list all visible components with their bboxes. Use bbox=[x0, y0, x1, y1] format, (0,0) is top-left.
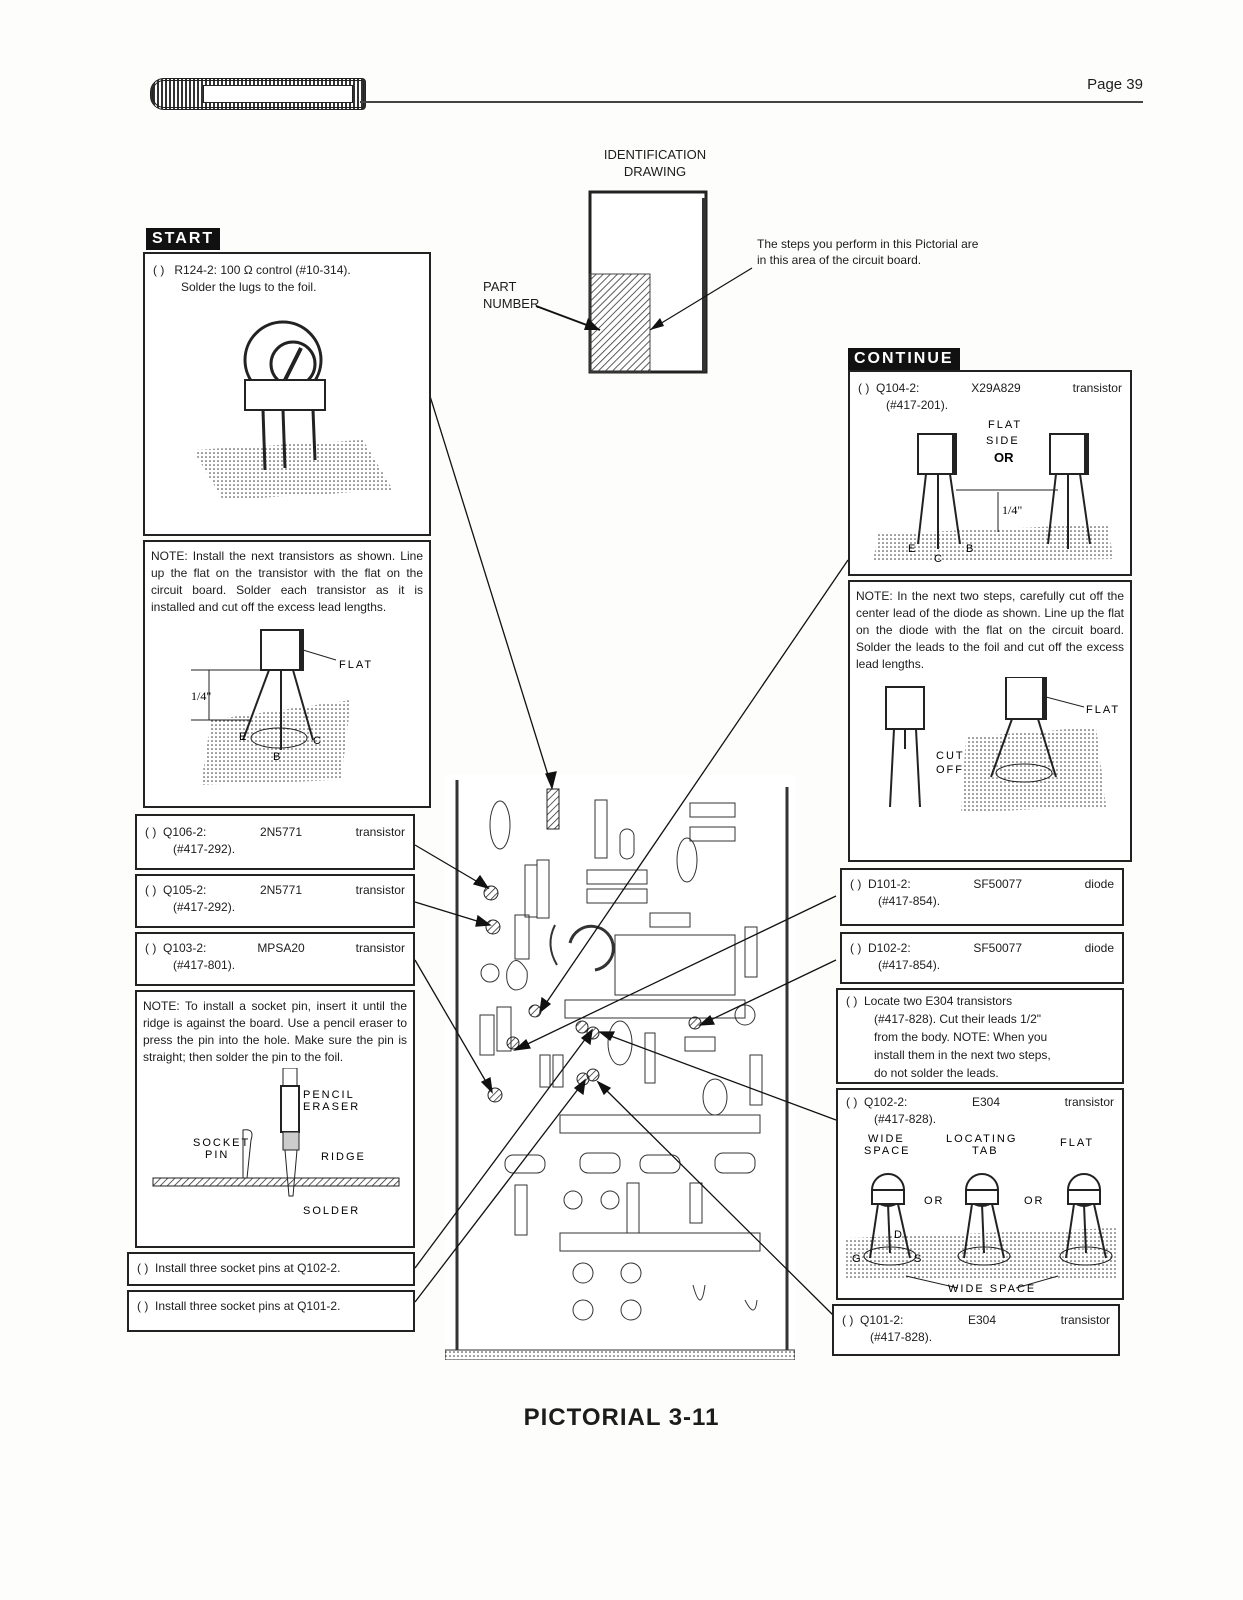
step-locate-e304: ( ) Locate two E304 transistors (#417-82… bbox=[836, 988, 1124, 1084]
svg-text:SOLDER: SOLDER bbox=[303, 1205, 360, 1217]
svg-text:SOCKET: SOCKET bbox=[193, 1137, 250, 1149]
svg-text:C: C bbox=[934, 553, 944, 564]
svg-text:SPACE: SPACE bbox=[864, 1145, 910, 1157]
svg-text:1/4": 1/4" bbox=[1002, 503, 1022, 517]
svg-text:PENCIL: PENCIL bbox=[303, 1089, 355, 1101]
step-q104: ( ) Q104-2: X29A829 transistor (#417-201… bbox=[848, 370, 1132, 576]
svg-text:S: S bbox=[914, 1253, 923, 1265]
step-q101: ( ) Q101-2: E304 transistor (#417-828). bbox=[832, 1304, 1120, 1356]
note-transistors: NOTE: Install the next transistors as sh… bbox=[143, 540, 431, 808]
checkbox[interactable]: ( ) bbox=[842, 1313, 854, 1327]
svg-text:TAB: TAB bbox=[972, 1145, 999, 1157]
note-socket-pin: NOTE: To install a socket pin, insert it… bbox=[135, 990, 415, 1248]
svg-text:WIDE: WIDE bbox=[868, 1133, 905, 1145]
svg-text:OR: OR bbox=[924, 1195, 945, 1207]
svg-text:CUT: CUT bbox=[936, 750, 965, 762]
q102-drawing: WIDE SPACE LOCATING TAB FLAT OR OR G D S… bbox=[846, 1133, 1118, 1295]
heathkit-logo bbox=[150, 78, 366, 110]
svg-text:D: D bbox=[894, 1229, 904, 1241]
svg-text:E: E bbox=[908, 543, 917, 555]
step-d102: ( ) D102-2: SF50077 diode (#417-854). bbox=[840, 932, 1124, 984]
q104-drawing: FLAT SIDE OR 1/4" E C B bbox=[873, 419, 1113, 565]
checkbox[interactable]: ( ) bbox=[145, 883, 157, 897]
note-diodes: NOTE: In the next two steps, carefully c… bbox=[848, 580, 1132, 862]
checkbox[interactable]: ( ) bbox=[145, 825, 157, 839]
svg-text:WIDE SPACE: WIDE SPACE bbox=[948, 1283, 1036, 1295]
svg-text:FLAT: FLAT bbox=[1060, 1137, 1094, 1149]
svg-text:G: G bbox=[852, 1253, 863, 1265]
checkbox[interactable]: ( ) bbox=[858, 381, 870, 395]
start-tab: START bbox=[146, 228, 221, 250]
svg-text:OR: OR bbox=[1024, 1195, 1045, 1207]
pictorial-caption: PICTORIAL 3-11 bbox=[523, 1404, 720, 1431]
svg-text:RIDGE: RIDGE bbox=[321, 1151, 366, 1163]
svg-text:B: B bbox=[966, 543, 975, 555]
checkbox[interactable]: ( ) bbox=[145, 941, 157, 955]
svg-text:FLAT: FLAT bbox=[339, 659, 373, 671]
step-d101: ( ) D101-2: SF50077 diode (#417-854). bbox=[840, 868, 1124, 926]
svg-text:ERASER: ERASER bbox=[303, 1101, 360, 1113]
identification-note: The steps you perform in this Pictorial … bbox=[757, 237, 979, 267]
step-r124: ( ) R124-2: 100 Ω control (#10-314). Sol… bbox=[143, 252, 431, 536]
step-q106: ( ) Q106-2: 2N5771 transistor (#417-292)… bbox=[135, 814, 415, 870]
checkbox[interactable]: ( ) bbox=[137, 1299, 149, 1313]
checkbox[interactable]: ( ) bbox=[850, 877, 862, 891]
step-sockets-q102: ( ) Install three socket pins at Q102-2. bbox=[127, 1252, 415, 1286]
checkbox[interactable]: ( ) bbox=[846, 1095, 858, 1109]
svg-text:FLAT: FLAT bbox=[988, 419, 1022, 431]
svg-text:OFF: OFF bbox=[936, 764, 964, 776]
continue-tab: CONTINUE bbox=[848, 348, 960, 370]
diode-drawing: CUT OFF FLAT bbox=[885, 676, 1120, 812]
socket-pin-drawing: PENCIL ERASER SOCKET PIN RIDGE SOLDER bbox=[152, 1067, 400, 1217]
checkbox[interactable]: ( ) bbox=[850, 941, 862, 955]
svg-text:SIDE: SIDE bbox=[986, 435, 1020, 447]
part-number-label: PART NUMBER bbox=[483, 279, 540, 311]
checkbox[interactable]: ( ) bbox=[846, 994, 858, 1008]
step-sockets-q101: ( ) Install three socket pins at Q101-2. bbox=[127, 1290, 415, 1332]
checkbox[interactable]: ( ) bbox=[137, 1261, 149, 1275]
identification-title: IDENTIFICATION DRAWING bbox=[603, 147, 707, 179]
svg-text:C: C bbox=[313, 735, 323, 747]
svg-text:1/4": 1/4" bbox=[191, 689, 211, 703]
svg-text:B: B bbox=[273, 751, 282, 763]
step-q105: ( ) Q105-2: 2N5771 transistor (#417-292)… bbox=[135, 874, 415, 928]
svg-text:LOCATING: LOCATING bbox=[946, 1133, 1017, 1145]
svg-text:OR: OR bbox=[994, 450, 1014, 465]
svg-text:PIN: PIN bbox=[205, 1149, 229, 1161]
transistor-flat-drawing: 1/4" FLAT E B C bbox=[191, 629, 373, 785]
checkbox[interactable]: ( ) bbox=[153, 263, 165, 277]
step-q103: ( ) Q103-2: MPSA20 transistor (#417-801)… bbox=[135, 932, 415, 986]
page-number: Page 39 bbox=[1087, 76, 1143, 93]
control-drawing bbox=[193, 320, 393, 500]
step-q102: ( ) Q102-2: E304 transistor (#417-828). … bbox=[836, 1088, 1124, 1300]
header-rule bbox=[360, 101, 1143, 103]
svg-text:E: E bbox=[239, 731, 248, 743]
circuit-board bbox=[445, 775, 795, 1360]
svg-text:FLAT: FLAT bbox=[1086, 704, 1120, 716]
